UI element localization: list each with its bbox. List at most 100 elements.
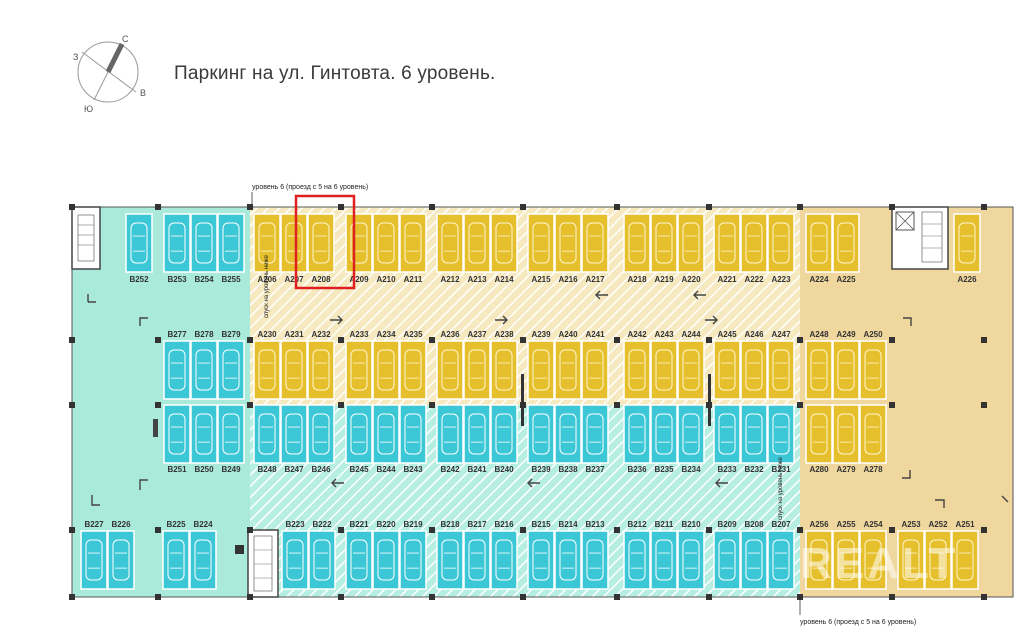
- parking-spot-B244[interactable]: B244: [372, 404, 400, 474]
- parking-spot-B210[interactable]: B210: [677, 520, 705, 590]
- parking-spot-A279[interactable]: A279: [832, 404, 860, 474]
- parking-spot-B278[interactable]: B278: [190, 330, 218, 400]
- parking-spot-B236[interactable]: B236: [623, 404, 651, 474]
- parking-spot-A237[interactable]: A237: [463, 330, 491, 400]
- parking-spot-A249[interactable]: A249: [832, 330, 860, 400]
- parking-spot-A236[interactable]: A236: [436, 330, 464, 400]
- parking-spot-B222[interactable]: B222: [308, 520, 336, 590]
- parking-spot-A243[interactable]: A243: [650, 330, 678, 400]
- parking-spot-A212[interactable]: A212: [436, 213, 464, 284]
- parking-spot-A235[interactable]: A235: [399, 330, 427, 400]
- parking-spot-A238[interactable]: A238: [490, 330, 518, 400]
- parking-spot-A225[interactable]: A225: [832, 213, 860, 284]
- parking-spot-A215[interactable]: A215: [527, 213, 555, 284]
- parking-spot-B226[interactable]: B226: [107, 520, 135, 590]
- parking-spot-B217[interactable]: B217: [463, 520, 491, 590]
- parking-spot-A208[interactable]: A208: [307, 213, 335, 284]
- parking-spot-B253[interactable]: B253: [163, 213, 191, 284]
- parking-spot-B223[interactable]: B223: [281, 520, 309, 590]
- parking-spot-B246[interactable]: B246: [307, 404, 335, 474]
- parking-spot-A216[interactable]: A216: [554, 213, 582, 284]
- parking-spot-A241[interactable]: A241: [581, 330, 609, 400]
- parking-spot-B208[interactable]: B208: [740, 520, 768, 590]
- parking-spot-A278[interactable]: A278: [859, 404, 887, 474]
- parking-spot-A254[interactable]: A254: [859, 520, 887, 590]
- parking-spot-B250[interactable]: B250: [190, 404, 218, 474]
- parking-spot-B220[interactable]: B220: [372, 520, 400, 590]
- parking-spot-B231[interactable]: B231: [767, 404, 795, 474]
- parking-spot-B255[interactable]: B255: [217, 213, 245, 284]
- parking-spot-B241[interactable]: B241: [463, 404, 491, 474]
- parking-spot-B242[interactable]: B242: [436, 404, 464, 474]
- parking-spot-B235[interactable]: B235: [650, 404, 678, 474]
- parking-spot-A239[interactable]: A239: [527, 330, 555, 400]
- parking-spot-B240[interactable]: B240: [490, 404, 518, 474]
- parking-spot-B233[interactable]: B233: [713, 404, 741, 474]
- parking-spot-A248[interactable]: A248: [805, 330, 833, 400]
- parking-spot-B279[interactable]: B279: [217, 330, 245, 400]
- parking-spot-B207[interactable]: B207: [767, 520, 795, 590]
- parking-spot-B214[interactable]: B214: [554, 520, 582, 590]
- parking-spot-B215[interactable]: B215: [527, 520, 555, 590]
- parking-spot-B211[interactable]: B211: [650, 520, 678, 590]
- parking-spot-B251[interactable]: B251: [163, 404, 191, 474]
- parking-spot-B213[interactable]: B213: [581, 520, 609, 590]
- parking-spot-B243[interactable]: B243: [399, 404, 427, 474]
- parking-spot-A246[interactable]: A246: [740, 330, 768, 400]
- parking-spot-A211[interactable]: A211: [399, 213, 427, 284]
- parking-spot-A209[interactable]: A209: [345, 213, 373, 284]
- parking-spot-A222[interactable]: A222: [740, 213, 768, 284]
- parking-spot-A223[interactable]: A223: [767, 213, 795, 284]
- parking-spot-B216[interactable]: B216: [490, 520, 518, 590]
- parking-spot-B225[interactable]: B225: [162, 520, 190, 590]
- parking-spot-A253[interactable]: A253: [897, 520, 925, 590]
- parking-spot-B239[interactable]: B239: [527, 404, 555, 474]
- parking-spot-A256[interactable]: A256: [805, 520, 833, 590]
- parking-spot-A207[interactable]: A207: [280, 213, 308, 284]
- parking-spot-B254[interactable]: B254: [190, 213, 218, 284]
- parking-spot-B234[interactable]: B234: [677, 404, 705, 474]
- parking-spot-A230[interactable]: A230: [253, 330, 281, 400]
- parking-spot-A213[interactable]: A213: [463, 213, 491, 284]
- parking-spot-A231[interactable]: A231: [280, 330, 308, 400]
- parking-spot-A280[interactable]: A280: [805, 404, 833, 474]
- parking-spot-B227[interactable]: B227: [80, 520, 108, 590]
- parking-spot-A233[interactable]: A233: [345, 330, 373, 400]
- parking-spot-B247[interactable]: B247: [280, 404, 308, 474]
- parking-spot-B221[interactable]: B221: [345, 520, 373, 590]
- parking-spot-A252[interactable]: A252: [924, 520, 952, 590]
- parking-spot-B219[interactable]: B219: [399, 520, 427, 590]
- parking-spot-B252[interactable]: B252: [125, 213, 153, 284]
- parking-spot-B277[interactable]: B277: [163, 330, 191, 400]
- parking-spot-A234[interactable]: A234: [372, 330, 400, 400]
- parking-spot-B245[interactable]: B245: [345, 404, 373, 474]
- parking-spot-B218[interactable]: B218: [436, 520, 464, 590]
- parking-spot-A217[interactable]: A217: [581, 213, 609, 284]
- parking-spot-B232[interactable]: B232: [740, 404, 768, 474]
- parking-spot-A250[interactable]: A250: [859, 330, 887, 400]
- parking-spot-A251[interactable]: A251: [951, 520, 979, 590]
- parking-spot-A240[interactable]: A240: [554, 330, 582, 400]
- parking-spot-A226[interactable]: A226: [953, 213, 981, 284]
- parking-spot-B248[interactable]: B248: [253, 404, 281, 474]
- parking-spot-A218[interactable]: A218: [623, 213, 651, 284]
- parking-spot-A255[interactable]: A255: [832, 520, 860, 590]
- parking-spot-A224[interactable]: A224: [805, 213, 833, 284]
- parking-spot-A242[interactable]: A242: [623, 330, 651, 400]
- parking-spot-B238[interactable]: B238: [554, 404, 582, 474]
- parking-spot-B237[interactable]: B237: [581, 404, 609, 474]
- parking-spot-B209[interactable]: B209: [713, 520, 741, 590]
- parking-spot-A220[interactable]: A220: [677, 213, 705, 284]
- parking-spot-A219[interactable]: A219: [650, 213, 678, 284]
- parking-spot-A245[interactable]: A245: [713, 330, 741, 400]
- parking-spot-A221[interactable]: A221: [713, 213, 741, 284]
- parking-spot-A210[interactable]: A210: [372, 213, 400, 284]
- parking-spot-B249[interactable]: B249: [217, 404, 245, 474]
- parking-spot-A247[interactable]: A247: [767, 330, 795, 400]
- parking-spot-B224[interactable]: B224: [189, 520, 217, 590]
- parking-spot-B212[interactable]: B212: [623, 520, 651, 590]
- parking-spot-A244[interactable]: A244: [677, 330, 705, 400]
- parking-spot-A232[interactable]: A232: [307, 330, 335, 400]
- parking-spot-A206[interactable]: A206: [253, 213, 281, 284]
- parking-spot-A214[interactable]: A214: [490, 213, 518, 284]
